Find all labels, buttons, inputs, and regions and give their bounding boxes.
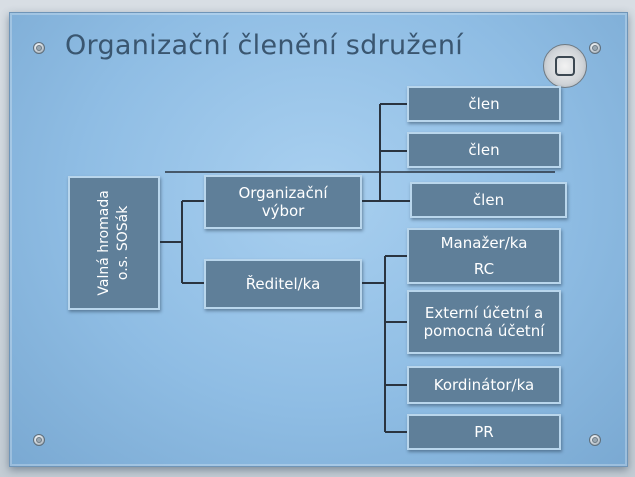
node-pr: PR bbox=[407, 414, 561, 450]
node-manazer-line2: RC bbox=[473, 260, 495, 278]
node-clen-1: člen bbox=[407, 86, 561, 122]
screw-top-right-icon bbox=[589, 42, 601, 54]
node-clen-3: člen bbox=[410, 182, 567, 218]
screw-bottom-left-icon bbox=[33, 434, 45, 446]
node-organizacni-vybor: Organizační výbor bbox=[204, 175, 362, 229]
screw-bottom-right-icon bbox=[589, 434, 601, 446]
node-valna-hromada: Valná hromada o.s. SOSák bbox=[68, 176, 160, 310]
node-clen-2: člen bbox=[407, 132, 561, 168]
node-kordinator: Kordinátor/ka bbox=[407, 366, 561, 404]
node-clen-3-label: člen bbox=[472, 191, 505, 209]
node-reditel-label: Ředitel/ka bbox=[245, 275, 321, 293]
node-valna-hromada-line1: Valná hromada bbox=[96, 190, 113, 296]
screw-top-left-icon bbox=[33, 42, 45, 54]
node-kordinator-label: Kordinátor/ka bbox=[433, 376, 535, 394]
node-clen-1-label: člen bbox=[468, 95, 500, 113]
node-externi-ucetni-label: Externí účetní a pomocná účetní bbox=[423, 304, 545, 340]
node-manazer: Manažer/ka RC bbox=[407, 228, 561, 284]
node-organizacni-vybor-label: Organizační výbor bbox=[238, 184, 328, 220]
node-externi-ucetni: Externí účetní a pomocná účetní bbox=[407, 290, 561, 354]
node-reditel: Ředitel/ka bbox=[204, 259, 362, 309]
association-seal-icon bbox=[543, 44, 587, 88]
node-pr-label: PR bbox=[474, 423, 494, 441]
node-clen-2-label: člen bbox=[468, 141, 500, 159]
node-valna-hromada-line2: o.s. SOSák bbox=[115, 205, 131, 281]
slide-title: Organizační členění sdružení bbox=[65, 30, 464, 61]
node-manazer-line1: Manažer/ka bbox=[440, 234, 528, 252]
